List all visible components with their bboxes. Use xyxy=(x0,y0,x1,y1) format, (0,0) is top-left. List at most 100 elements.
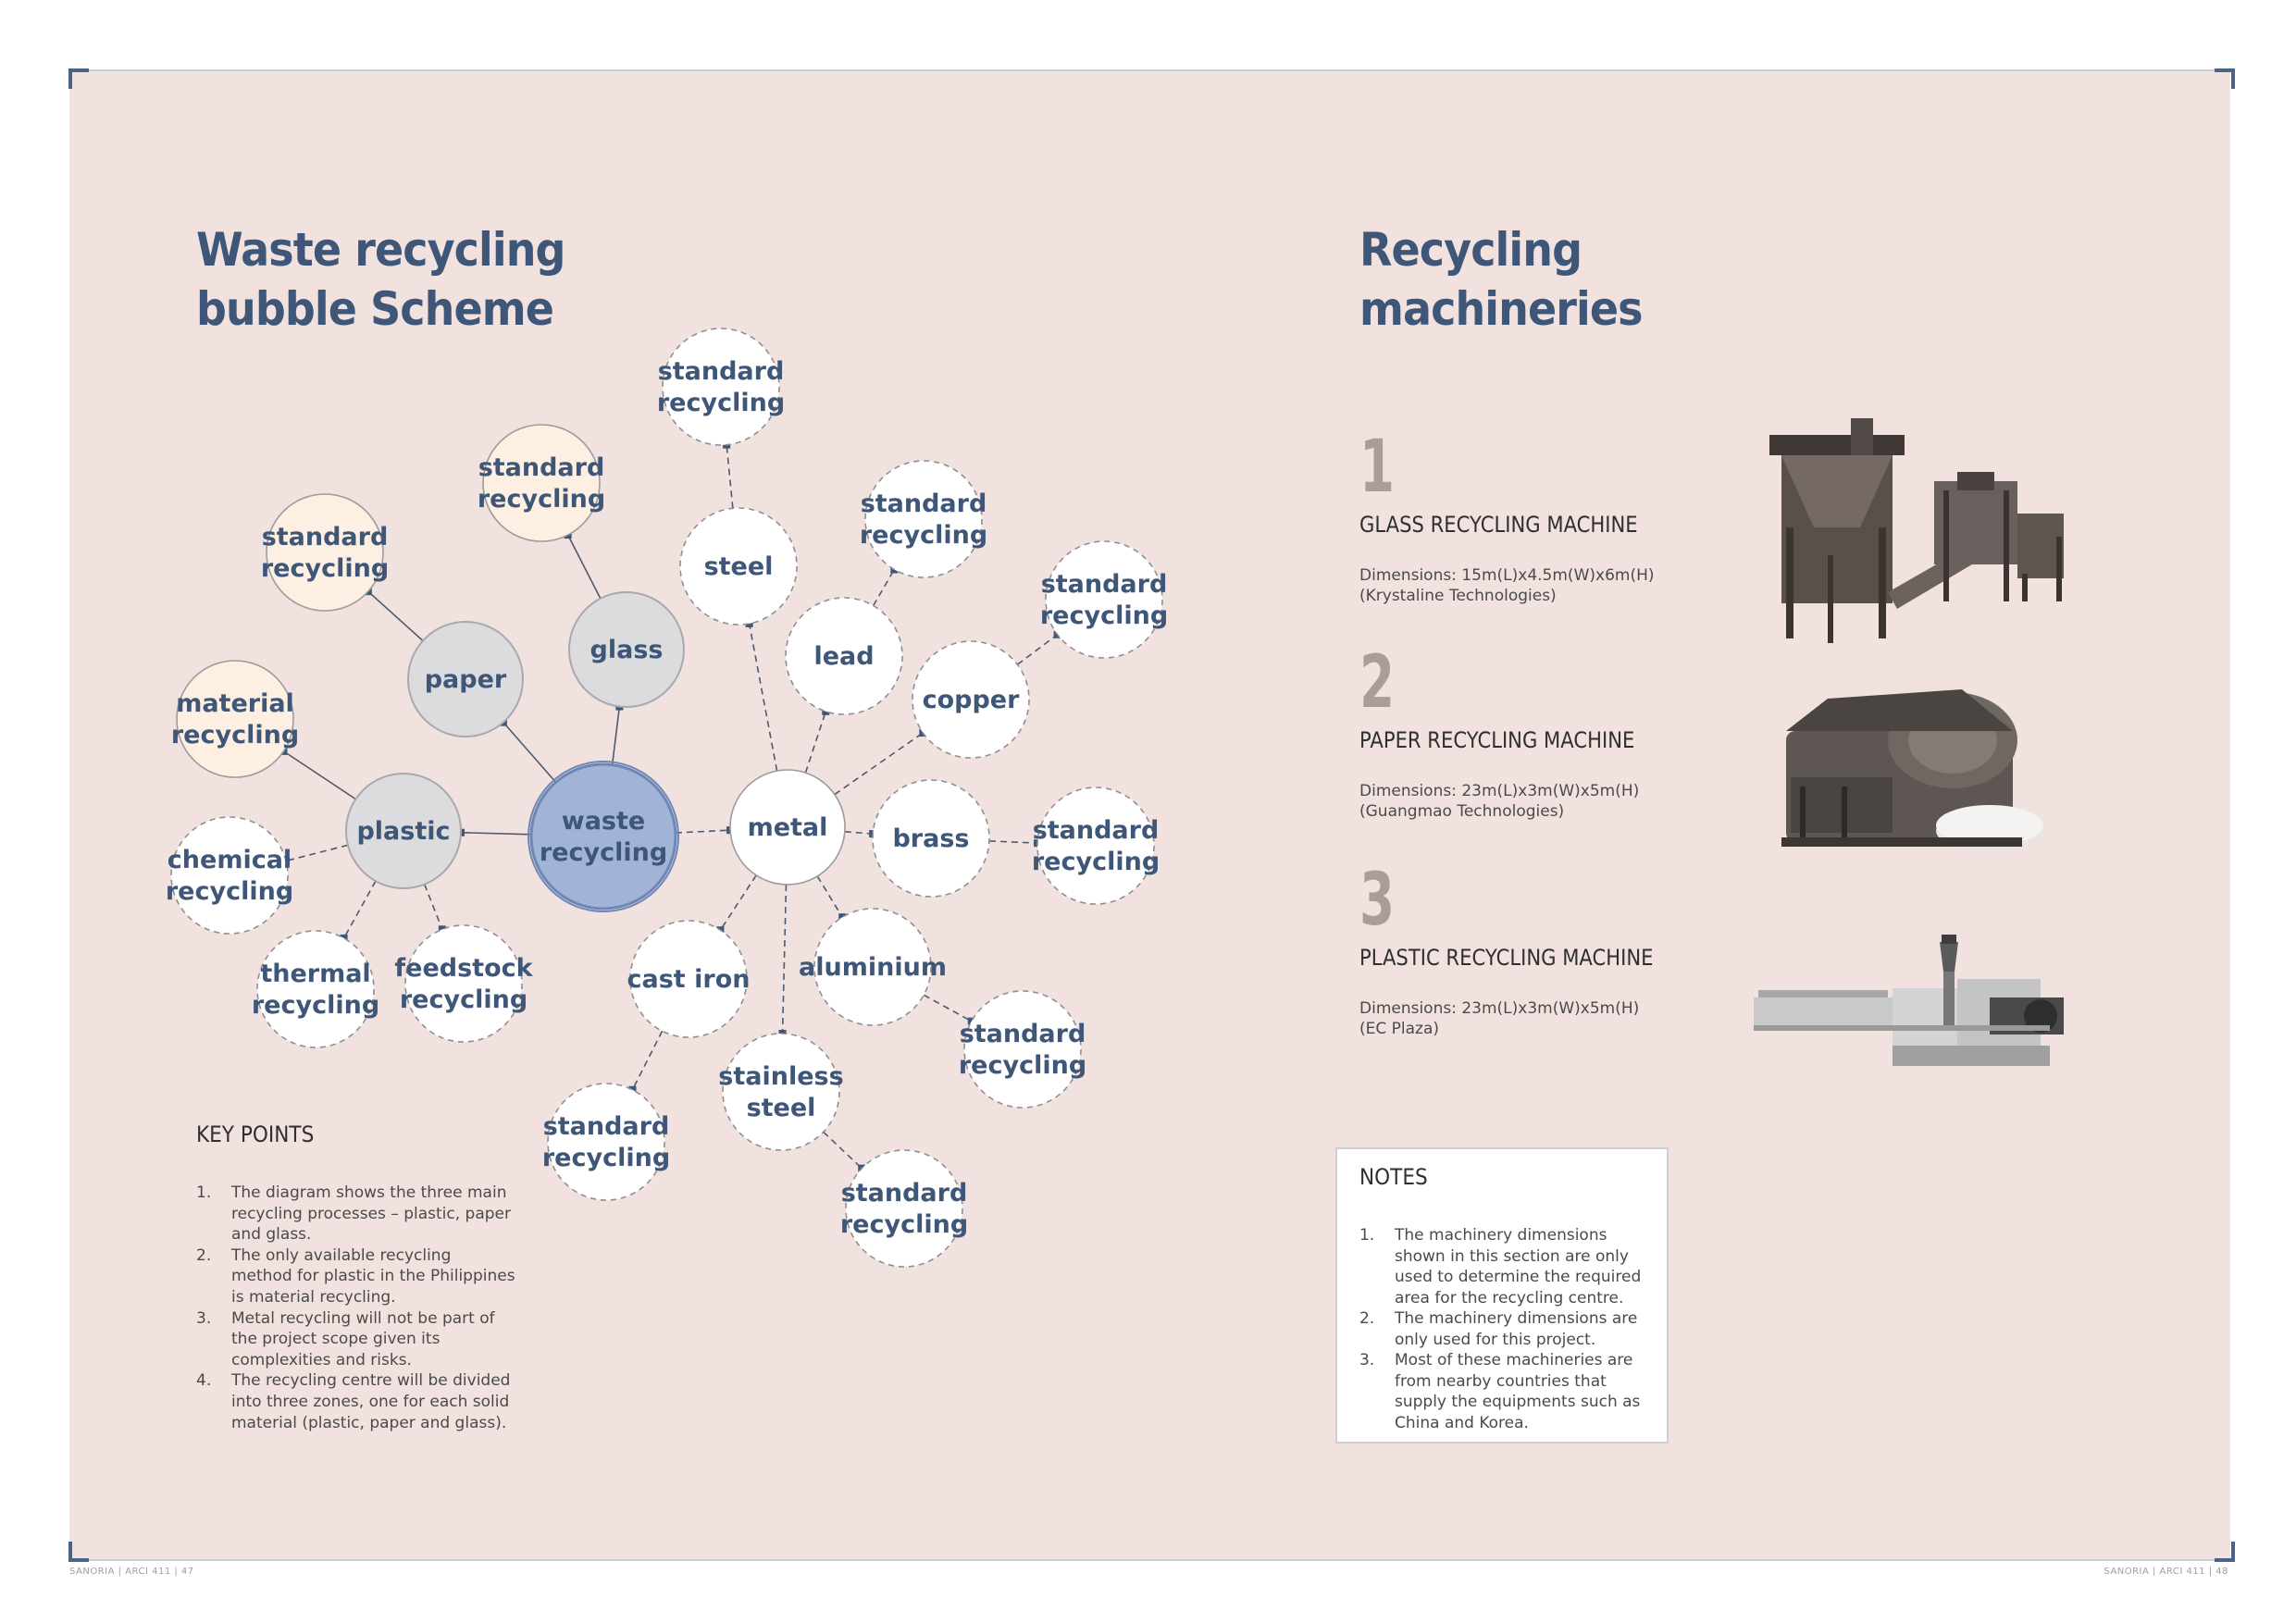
bubble-circle xyxy=(404,924,523,1043)
bubble-circle xyxy=(547,1083,665,1201)
connector-metal-copper xyxy=(834,732,924,796)
bubble-label: recycling xyxy=(840,1210,968,1239)
connector-plastic-chemical xyxy=(285,844,349,862)
machine-source: (Guangmao Technologies) xyxy=(1359,802,1565,821)
bubble-circle xyxy=(963,990,1082,1109)
bubble-label: recycling xyxy=(171,721,299,750)
machine-source: (Krystaline Technologies) xyxy=(1359,587,1557,605)
machine-name: GLASS RECYCLING MACHINE xyxy=(1359,512,1638,538)
corner-mark-top-left xyxy=(68,68,89,89)
bubble-outline xyxy=(527,761,679,912)
connector-metal-brass xyxy=(844,830,874,835)
key-point-item: 1.The diagram shows the three main recyc… xyxy=(196,1183,515,1245)
connector-metal-stainless xyxy=(781,884,788,1035)
bubble-label: chemical xyxy=(168,846,292,874)
connector-metal-castiron xyxy=(719,874,757,931)
connector-plastic-thermal xyxy=(342,880,377,939)
bubble-circle xyxy=(345,773,462,889)
key-point-text: The only available recycling method for … xyxy=(231,1245,515,1307)
key-points: KEY POINTS 1.The diagram shows the three… xyxy=(196,1121,515,1433)
right-title-line-1: Recycling xyxy=(1359,223,1582,277)
bubble-circle xyxy=(176,660,294,778)
bubble-circle xyxy=(845,1149,963,1268)
bubble-circle xyxy=(266,493,384,612)
bubble-label: standard xyxy=(1033,816,1160,845)
bubble-circle xyxy=(1036,787,1155,905)
bubble-label: recycling xyxy=(166,877,293,906)
bubble-chemical: chemical recycling xyxy=(166,816,293,935)
bubble-label: stainless xyxy=(718,1062,843,1091)
connector-plastic-material xyxy=(283,750,356,800)
connector-waste-plastic xyxy=(460,831,532,836)
key-point-item: 2.The only available recycling method fo… xyxy=(196,1245,515,1308)
bubble-circle xyxy=(722,1033,840,1151)
bubble-label: recycling xyxy=(959,1051,1086,1080)
connector-castiron-castiron_std xyxy=(631,1030,664,1091)
bubble-label: metal xyxy=(748,813,828,842)
bubble-metal: metal xyxy=(729,769,846,886)
connector-metal-aluminium xyxy=(816,875,843,918)
bubble-plastic: plastic xyxy=(345,773,462,889)
connector-brass-brass_std xyxy=(988,840,1038,844)
bubble-label: copper xyxy=(923,686,1021,714)
machine-dimensions: Dimensions: 23m(L)x3m(W)x5m(H) xyxy=(1359,782,1640,800)
machine-entry-glass: 1 GLASS RECYCLING MACHINE Dimensions: 15… xyxy=(1359,430,1748,606)
bubble-label: cast iron xyxy=(627,965,751,994)
notes-list: 1.The machinery dimensions shown in this… xyxy=(1359,1225,1646,1433)
bubble-label: recycling xyxy=(478,485,605,514)
bubble-label: lead xyxy=(813,642,874,671)
bubble-label: recycling xyxy=(1040,601,1168,630)
connector-glass-glass_std xyxy=(566,534,602,600)
key-point-number: 1. xyxy=(196,1183,212,1202)
note-number: 1. xyxy=(1359,1226,1375,1245)
machine-dimensions: Dimensions: 23m(L)x3m(W)x5m(H) xyxy=(1359,999,1640,1018)
bubble-label: glass xyxy=(590,636,664,664)
bubble-label: recycling xyxy=(252,991,379,1020)
bubble-paper: paper xyxy=(407,621,524,737)
connector-lead-lead_std xyxy=(872,569,896,606)
bubble-copper: copper xyxy=(912,640,1030,759)
note-text: Most of these machineries are from nearb… xyxy=(1395,1351,1641,1432)
connector-waste-paper xyxy=(503,722,557,783)
machine-number: 3 xyxy=(1359,859,1395,942)
bubble-aluminium: aluminium xyxy=(799,908,947,1026)
bubble-circle xyxy=(872,779,990,898)
connector-waste-metal xyxy=(675,829,731,834)
connector-aluminium-aluminium_std xyxy=(923,994,973,1022)
bubble-circle xyxy=(662,328,780,446)
bubble-label: waste xyxy=(562,807,645,836)
key-point-number: 4. xyxy=(196,1371,212,1391)
footer-left-page: SANORIA | ARCI 411 | 47 xyxy=(69,1567,194,1577)
corner-mark-bottom-left xyxy=(68,1542,89,1562)
bubble-label: recycling xyxy=(542,1144,670,1172)
connector-end-marker xyxy=(822,707,830,715)
bubble-label: material xyxy=(176,689,294,718)
bubble-material: material recycling xyxy=(171,660,299,778)
machine-dimensions: Dimensions: 15m(L)x4.5m(W)x6m(H) xyxy=(1359,566,1655,585)
machine-entry-paper: 2 PAPER RECYCLING MACHINE Dimensions: 23… xyxy=(1359,646,1748,822)
right-title-line-2: machineries xyxy=(1359,282,1644,336)
machine-number: 1 xyxy=(1359,426,1395,509)
key-points-list: 1.The diagram shows the three main recyc… xyxy=(196,1183,515,1433)
bubble-label: brass xyxy=(892,824,969,853)
connector-plastic-feedstock xyxy=(423,884,443,930)
bubble-castiron: cast iron xyxy=(627,920,751,1038)
note-item: 1.The machinery dimensions shown in this… xyxy=(1359,1225,1646,1308)
bubble-circle xyxy=(729,769,846,886)
bubble-label: recycling xyxy=(1032,848,1160,876)
diagram-bubbles: waste recycling plastic paper glass metal mate… xyxy=(166,328,1168,1268)
bubble-lead: lead xyxy=(785,597,903,715)
bubble-label: standard xyxy=(658,357,785,386)
bubble-label: standard xyxy=(960,1020,1086,1048)
machine-name: PAPER RECYCLING MACHINE xyxy=(1359,727,1635,753)
connector-metal-steel xyxy=(748,623,778,772)
connector-end-marker xyxy=(628,1085,637,1094)
